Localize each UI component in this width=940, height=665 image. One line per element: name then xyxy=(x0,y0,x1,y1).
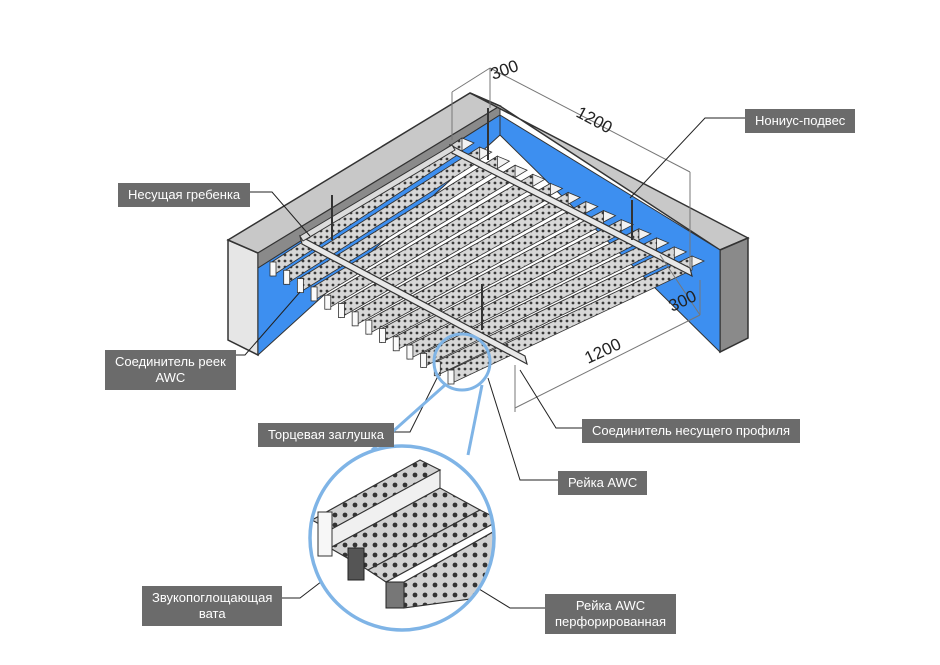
dimension-lines xyxy=(451,67,701,412)
slat-end-cap xyxy=(310,286,318,302)
slat-end-cap xyxy=(447,369,455,385)
zoom-callout xyxy=(308,332,496,632)
label-text: Соединитель несущего профиля xyxy=(592,423,790,438)
label-text: Рейка AWC xyxy=(568,475,638,490)
slat-end-cap xyxy=(296,278,304,294)
zoom-detail xyxy=(310,446,494,630)
label-profile-connector: Соединитель несущего профиля xyxy=(582,419,800,443)
slat-end-cap xyxy=(379,328,386,343)
label-text: Звукопоглощающая xyxy=(152,590,273,605)
label-text: Соединитель реек xyxy=(115,354,226,369)
slat-end-cap xyxy=(351,311,359,327)
slat-end-cap xyxy=(324,294,332,310)
right-wall-side xyxy=(719,236,749,354)
label-text: перфорированная xyxy=(555,614,666,629)
label-awc-slat: Рейка AWC xyxy=(558,471,648,495)
label-perforated-slat: Рейка AWC перфорированная xyxy=(545,594,676,634)
carrier-profile-front xyxy=(299,234,528,366)
dim-right-long: 1200 xyxy=(582,334,624,367)
label-nonius-hanger: Нониус-подвес xyxy=(745,109,856,133)
slat-end-cap xyxy=(338,303,345,318)
label-text: вата xyxy=(198,606,226,621)
slat-end-cap xyxy=(420,352,428,368)
label-text: Торцевая заглушка xyxy=(268,427,384,442)
wool-block xyxy=(347,547,365,581)
slat-end-cap xyxy=(283,269,291,285)
slat-end-cap xyxy=(392,336,400,352)
dim-top-short: 300 xyxy=(488,56,521,84)
label-carrier-comb: Несущая гребенка xyxy=(118,183,251,207)
label-end-cap: Торцевая заглушка xyxy=(258,423,394,447)
label-sound-wool: Звукопоглощающая вата xyxy=(142,586,283,626)
slat-end-cap xyxy=(406,344,414,360)
label-text: Рейка AWC xyxy=(575,598,646,613)
zoom-source-circle xyxy=(432,332,492,392)
slat-end-cap xyxy=(365,319,373,335)
slat-end-cap xyxy=(269,261,277,277)
label-slat-connector: Соединитель реек AWC xyxy=(105,350,236,390)
left-wall-face xyxy=(227,238,259,357)
zoom-circle xyxy=(308,444,496,632)
label-text: AWC xyxy=(155,370,186,385)
carrier-profile-left xyxy=(299,144,456,242)
nonius-hangers xyxy=(331,108,633,330)
dim-top-long: 1200 xyxy=(573,103,615,138)
label-text: Нониус-подвес xyxy=(755,113,846,128)
carrier-profiles xyxy=(299,143,693,366)
label-text: Несущая гребенка xyxy=(128,187,241,202)
